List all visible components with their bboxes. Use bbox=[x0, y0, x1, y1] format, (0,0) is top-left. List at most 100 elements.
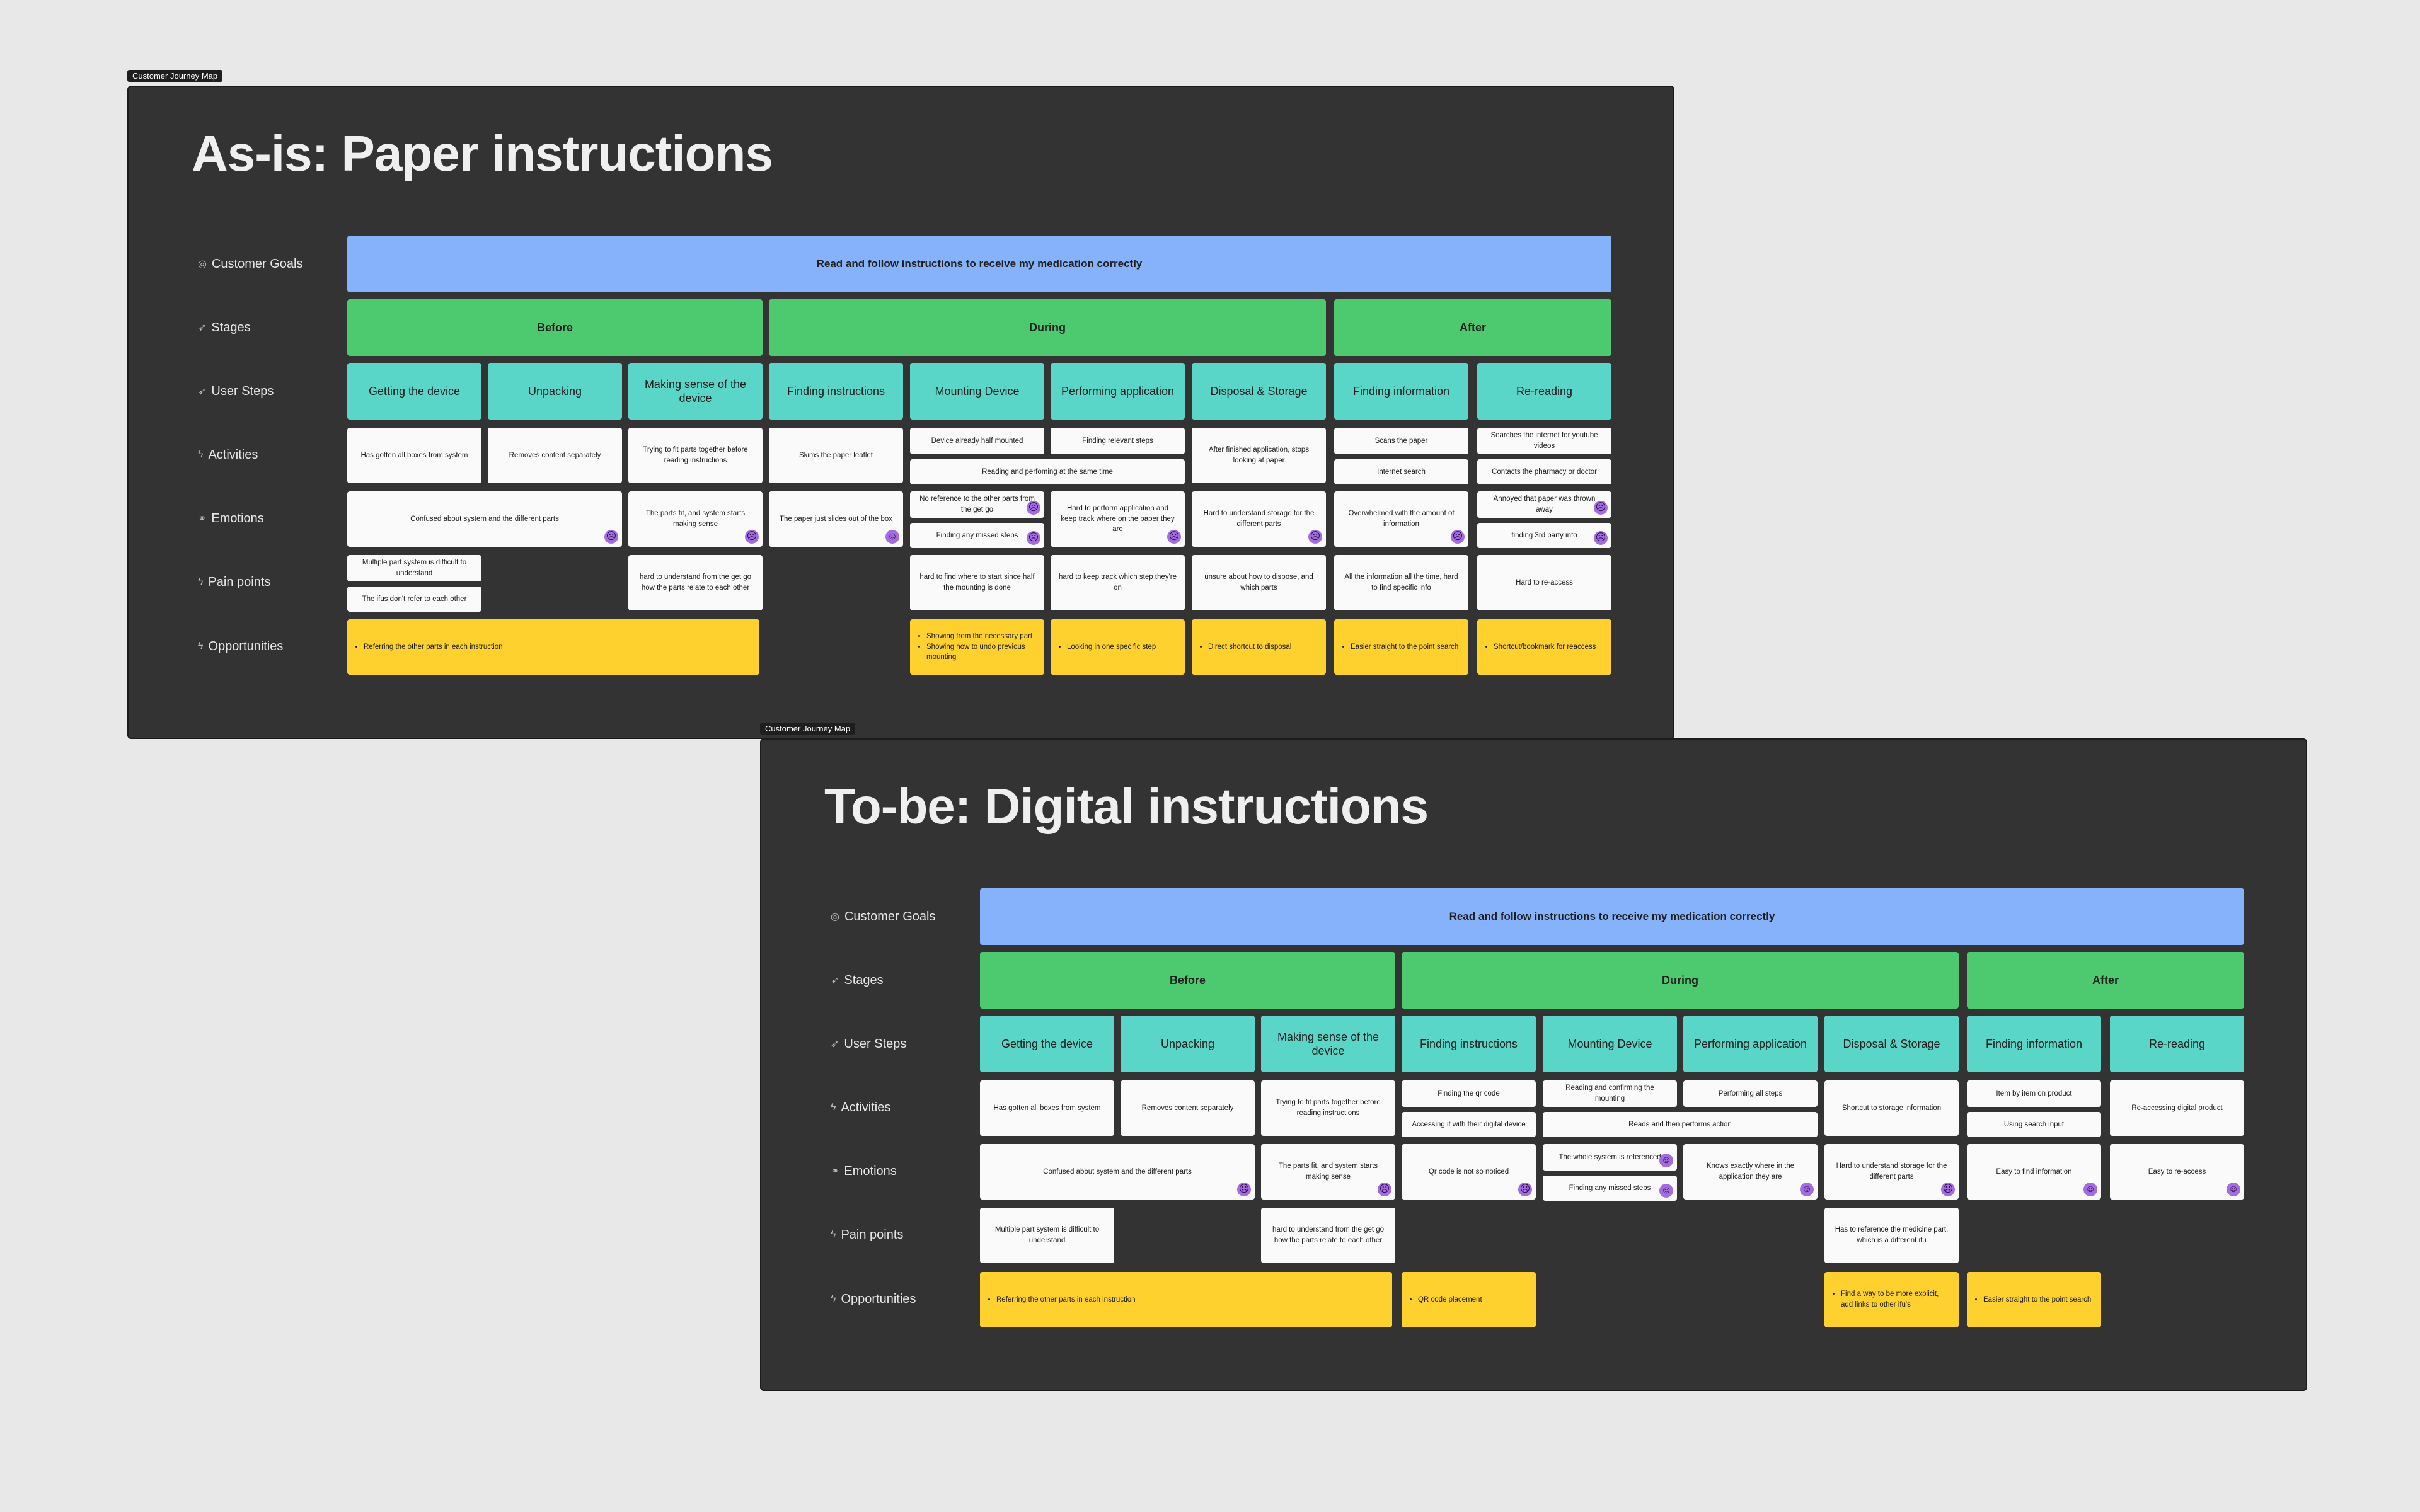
emotion-note[interactable]: Qr code is not so noticed☹ bbox=[1402, 1144, 1536, 1200]
emotion-note[interactable]: The paper just slides out of the box☺ bbox=[769, 491, 903, 547]
sad-face-icon: ☹ bbox=[1308, 530, 1322, 544]
pain-point-note[interactable]: All the information all the time, hard t… bbox=[1334, 555, 1468, 610]
activity-note[interactable]: Scans the paper bbox=[1334, 428, 1468, 454]
user-step[interactable]: Disposal & Storage bbox=[1192, 363, 1326, 420]
opportunity-note[interactable]: Shortcut/bookmark for reaccess bbox=[1477, 619, 1611, 675]
user-step[interactable]: Finding instructions bbox=[1402, 1016, 1536, 1072]
user-step[interactable]: Finding information bbox=[1967, 1016, 2101, 1072]
pain-point-note[interactable]: The ifus don't refer to each other bbox=[347, 587, 481, 612]
activity-note[interactable]: Item by item on product bbox=[1967, 1080, 2101, 1107]
opportunity-note[interactable]: Referring the other parts in each instru… bbox=[347, 619, 759, 675]
customer-goal-card[interactable]: Read and follow instructions to receive … bbox=[980, 888, 2244, 945]
opportunity-note[interactable]: Direct shortcut to disposal bbox=[1192, 619, 1326, 675]
row-label-user-steps: ➶User Steps bbox=[198, 384, 274, 398]
rocket-icon: ➶ bbox=[831, 1039, 839, 1050]
activity-note[interactable]: Skims the paper leaflet bbox=[769, 428, 903, 483]
activity-note[interactable]: Reading and perfoming at the same time bbox=[910, 459, 1185, 484]
smiling-face-icon: ☺ bbox=[1659, 1184, 1673, 1198]
activity-note[interactable]: Accessing it with their digital device bbox=[1402, 1112, 1536, 1137]
pain-point-note[interactable]: hard to keep track which step they're on bbox=[1051, 555, 1185, 610]
pain-point-note[interactable]: Hard to re-access bbox=[1477, 555, 1611, 610]
activity-note[interactable]: Reading and confirming the mounting bbox=[1543, 1080, 1677, 1107]
activity-note[interactable]: Shortcut to storage information bbox=[1824, 1080, 1959, 1136]
activity-note[interactable]: Removes content separately bbox=[488, 428, 622, 483]
opportunity-note[interactable]: Looking in one specific step bbox=[1051, 619, 1185, 675]
emotion-note[interactable]: Easy to find information☺ bbox=[1967, 1144, 2101, 1200]
journey-map-frame-tobe[interactable]: To-be: Digital instructions ◎Customer Go… bbox=[760, 738, 2307, 1391]
stage-after[interactable]: After bbox=[1334, 299, 1611, 356]
activity-note[interactable]: Removes content separately bbox=[1121, 1080, 1255, 1136]
pain-point-note[interactable]: unsure about how to dispose, and which p… bbox=[1192, 555, 1326, 610]
pain-point-note[interactable]: Multiple part system is difficult to und… bbox=[347, 555, 481, 581]
stage-before[interactable]: Before bbox=[347, 299, 763, 356]
smiling-face-icon: ☺ bbox=[1800, 1183, 1814, 1196]
emotion-note[interactable]: Confused about system and the different … bbox=[347, 491, 622, 547]
emotion-note[interactable]: The whole system is referenced☺ bbox=[1543, 1144, 1677, 1171]
emotion-note[interactable]: Annoyed that paper was thrown away☹ bbox=[1477, 491, 1611, 518]
emotion-note[interactable]: Hard to perform application and keep tra… bbox=[1051, 491, 1185, 547]
opportunity-note[interactable]: Showing from the necessary partShowing h… bbox=[910, 619, 1044, 675]
activity-note[interactable]: Has gotten all boxes from system bbox=[980, 1080, 1114, 1136]
pain-point-note[interactable]: hard to understand from the get go how t… bbox=[628, 555, 763, 610]
emotion-note[interactable]: Confused about system and the different … bbox=[980, 1144, 1255, 1200]
emotion-note[interactable]: Knows exactly where in the application t… bbox=[1683, 1144, 1818, 1200]
activity-note[interactable]: Finding relevant steps bbox=[1051, 428, 1185, 454]
user-step[interactable]: Making sense of the device bbox=[628, 363, 763, 420]
emotion-note[interactable]: Finding any missed steps☹ bbox=[910, 523, 1044, 548]
user-step[interactable]: Getting the device bbox=[980, 1016, 1114, 1072]
frame-label[interactable]: Customer Journey Map bbox=[760, 723, 856, 735]
activity-note[interactable]: Using search input bbox=[1967, 1112, 2101, 1137]
user-step[interactable]: Performing application bbox=[1051, 363, 1185, 420]
emotion-note[interactable]: Hard to understand storage for the diffe… bbox=[1192, 491, 1326, 547]
activity-note[interactable]: After finished application, stops lookin… bbox=[1192, 428, 1326, 483]
customer-goal-card[interactable]: Read and follow instructions to receive … bbox=[347, 236, 1611, 292]
user-step[interactable]: Unpacking bbox=[1121, 1016, 1255, 1072]
activity-note[interactable]: Internet search bbox=[1334, 459, 1468, 484]
user-step[interactable]: Finding information bbox=[1334, 363, 1468, 420]
activity-note[interactable]: Performing all steps bbox=[1683, 1080, 1818, 1107]
activity-note[interactable]: Contacts the pharmacy or doctor bbox=[1477, 459, 1611, 484]
pain-point-note[interactable]: Multiple part system is difficult to und… bbox=[980, 1208, 1114, 1263]
frame-label[interactable]: Customer Journey Map bbox=[127, 70, 223, 82]
activity-note[interactable]: Trying to fit parts together before read… bbox=[1261, 1080, 1395, 1136]
stage-during[interactable]: During bbox=[769, 299, 1326, 356]
user-step[interactable]: Finding instructions bbox=[769, 363, 903, 420]
opportunity-note[interactable]: Easier straight to the point search bbox=[1967, 1272, 2101, 1327]
emotion-note[interactable]: Easy to re-access☺ bbox=[2110, 1144, 2244, 1200]
user-step[interactable]: Re-reading bbox=[2110, 1016, 2244, 1072]
emotion-note[interactable]: The parts fit, and system starts making … bbox=[628, 491, 763, 547]
user-step[interactable]: Mounting Device bbox=[910, 363, 1044, 420]
row-label-customer-goals: ◎Customer Goals bbox=[198, 256, 303, 271]
user-step[interactable]: Getting the device bbox=[347, 363, 481, 420]
user-step[interactable]: Mounting Device bbox=[1543, 1016, 1677, 1072]
opportunity-note[interactable]: QR code placement bbox=[1402, 1272, 1536, 1327]
activity-note[interactable]: Finding the qr code bbox=[1402, 1080, 1536, 1107]
user-step[interactable]: Disposal & Storage bbox=[1824, 1016, 1959, 1072]
activity-note[interactable]: Has gotten all boxes from system bbox=[347, 428, 481, 483]
stage-after[interactable]: After bbox=[1967, 952, 2244, 1009]
activity-note[interactable]: Trying to fit parts together before read… bbox=[628, 428, 763, 483]
user-step[interactable]: Making sense of the device bbox=[1261, 1016, 1395, 1072]
opportunity-note[interactable]: Referring the other parts in each instru… bbox=[980, 1272, 1392, 1327]
opportunity-note[interactable]: Easier straight to the point search bbox=[1334, 619, 1468, 675]
emotion-note[interactable]: No reference to the other parts from the… bbox=[910, 491, 1044, 518]
activity-note[interactable]: Reads and then performs action bbox=[1543, 1112, 1818, 1137]
stage-during[interactable]: During bbox=[1402, 952, 1959, 1009]
user-step[interactable]: Re-reading bbox=[1477, 363, 1611, 420]
emotion-note[interactable]: Overwhelmed with the amount of informati… bbox=[1334, 491, 1468, 547]
pain-point-note[interactable]: hard to find where to start since half t… bbox=[910, 555, 1044, 610]
emotion-note[interactable]: Finding any missed steps☺ bbox=[1543, 1176, 1677, 1201]
user-step[interactable]: Performing application bbox=[1683, 1016, 1818, 1072]
activity-note[interactable]: Device already half mounted bbox=[910, 428, 1044, 454]
pain-point-note[interactable]: hard to understand from the get go how t… bbox=[1261, 1208, 1395, 1263]
activity-note[interactable]: Re-accessing digital product bbox=[2110, 1080, 2244, 1136]
activity-note[interactable]: Searches the internet for youtube videos bbox=[1477, 428, 1611, 454]
opportunity-note[interactable]: Find a way to be more explicit, add link… bbox=[1824, 1272, 1959, 1327]
emotion-note[interactable]: finding 3rd party info☹ bbox=[1477, 523, 1611, 548]
journey-map-frame-asis[interactable]: As-is: Paper instructions ◎Customer Goal… bbox=[127, 86, 1674, 739]
stage-before[interactable]: Before bbox=[980, 952, 1395, 1009]
user-step[interactable]: Unpacking bbox=[488, 363, 622, 420]
emotion-note[interactable]: The parts fit, and system starts making … bbox=[1261, 1144, 1395, 1200]
emotion-note[interactable]: Hard to understand storage for the diffe… bbox=[1824, 1144, 1959, 1200]
pain-point-note[interactable]: Has to reference the medicine part, whic… bbox=[1824, 1208, 1959, 1263]
